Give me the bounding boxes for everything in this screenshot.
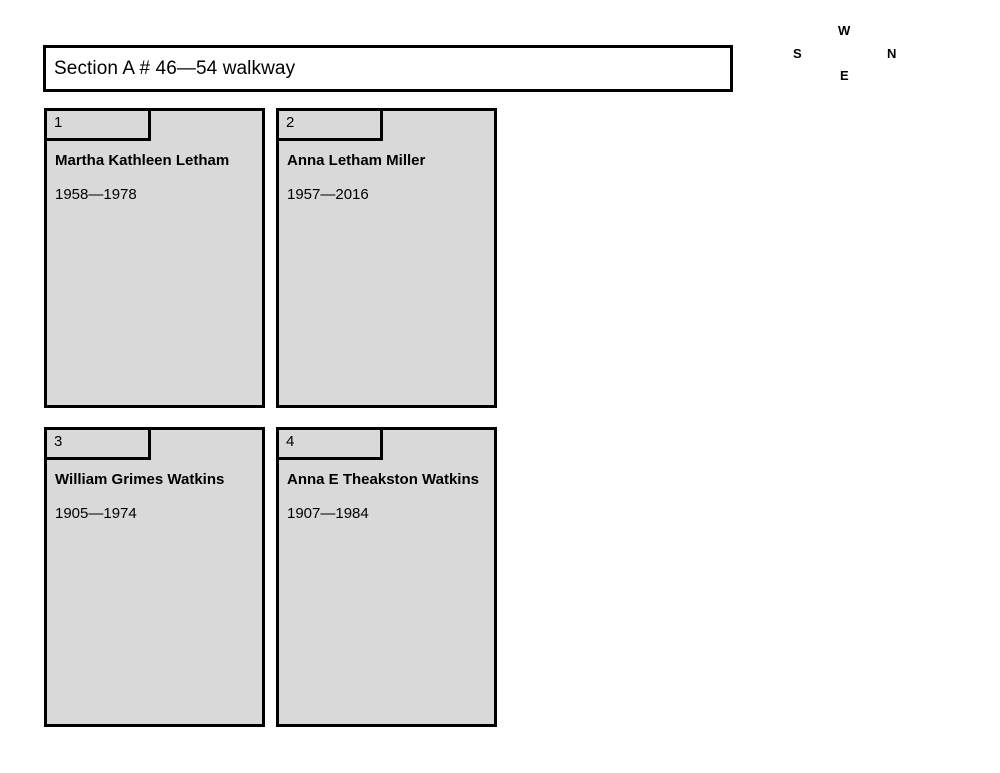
plot-card-2: 2 Anna Letham Miller 1957—2016	[276, 108, 497, 408]
compass-north-label: N	[887, 46, 897, 61]
plot-number: 2	[286, 114, 295, 131]
plot-number-tab: 2	[276, 108, 383, 141]
plot-dates: 1905—1974	[55, 505, 137, 522]
compass-west-label: W	[838, 23, 851, 38]
compass-south-label: S	[793, 46, 802, 61]
section-title: Section A # 46—54 walkway	[54, 57, 296, 79]
section-title-box: Section A # 46—54 walkway	[43, 45, 733, 92]
plot-card-1: 1 Martha Kathleen Letham 1958—1978	[44, 108, 265, 408]
plot-dates: 1958—1978	[55, 186, 137, 203]
plot-dates: 1907—1984	[287, 505, 369, 522]
plot-card-3: 3 William Grimes Watkins 1905—1974	[44, 427, 265, 727]
plot-number-tab: 4	[276, 427, 383, 460]
plot-name: Anna E Theakston Watkins	[287, 471, 479, 488]
plot-number-tab: 1	[44, 108, 151, 141]
plot-dates: 1957—2016	[287, 186, 369, 203]
plot-name: Anna Letham Miller	[287, 152, 426, 169]
plot-number: 3	[54, 433, 63, 450]
plot-name: Martha Kathleen Letham	[55, 152, 230, 169]
plot-number: 4	[286, 433, 295, 450]
compass-east-label: E	[840, 68, 849, 83]
plot-card-4: 4 Anna E Theakston Watkins 1907—1984	[276, 427, 497, 727]
compass-rose: W S N E	[770, 10, 950, 100]
plot-number: 1	[54, 114, 63, 131]
plot-number-tab: 3	[44, 427, 151, 460]
plot-name: William Grimes Watkins	[55, 471, 225, 488]
